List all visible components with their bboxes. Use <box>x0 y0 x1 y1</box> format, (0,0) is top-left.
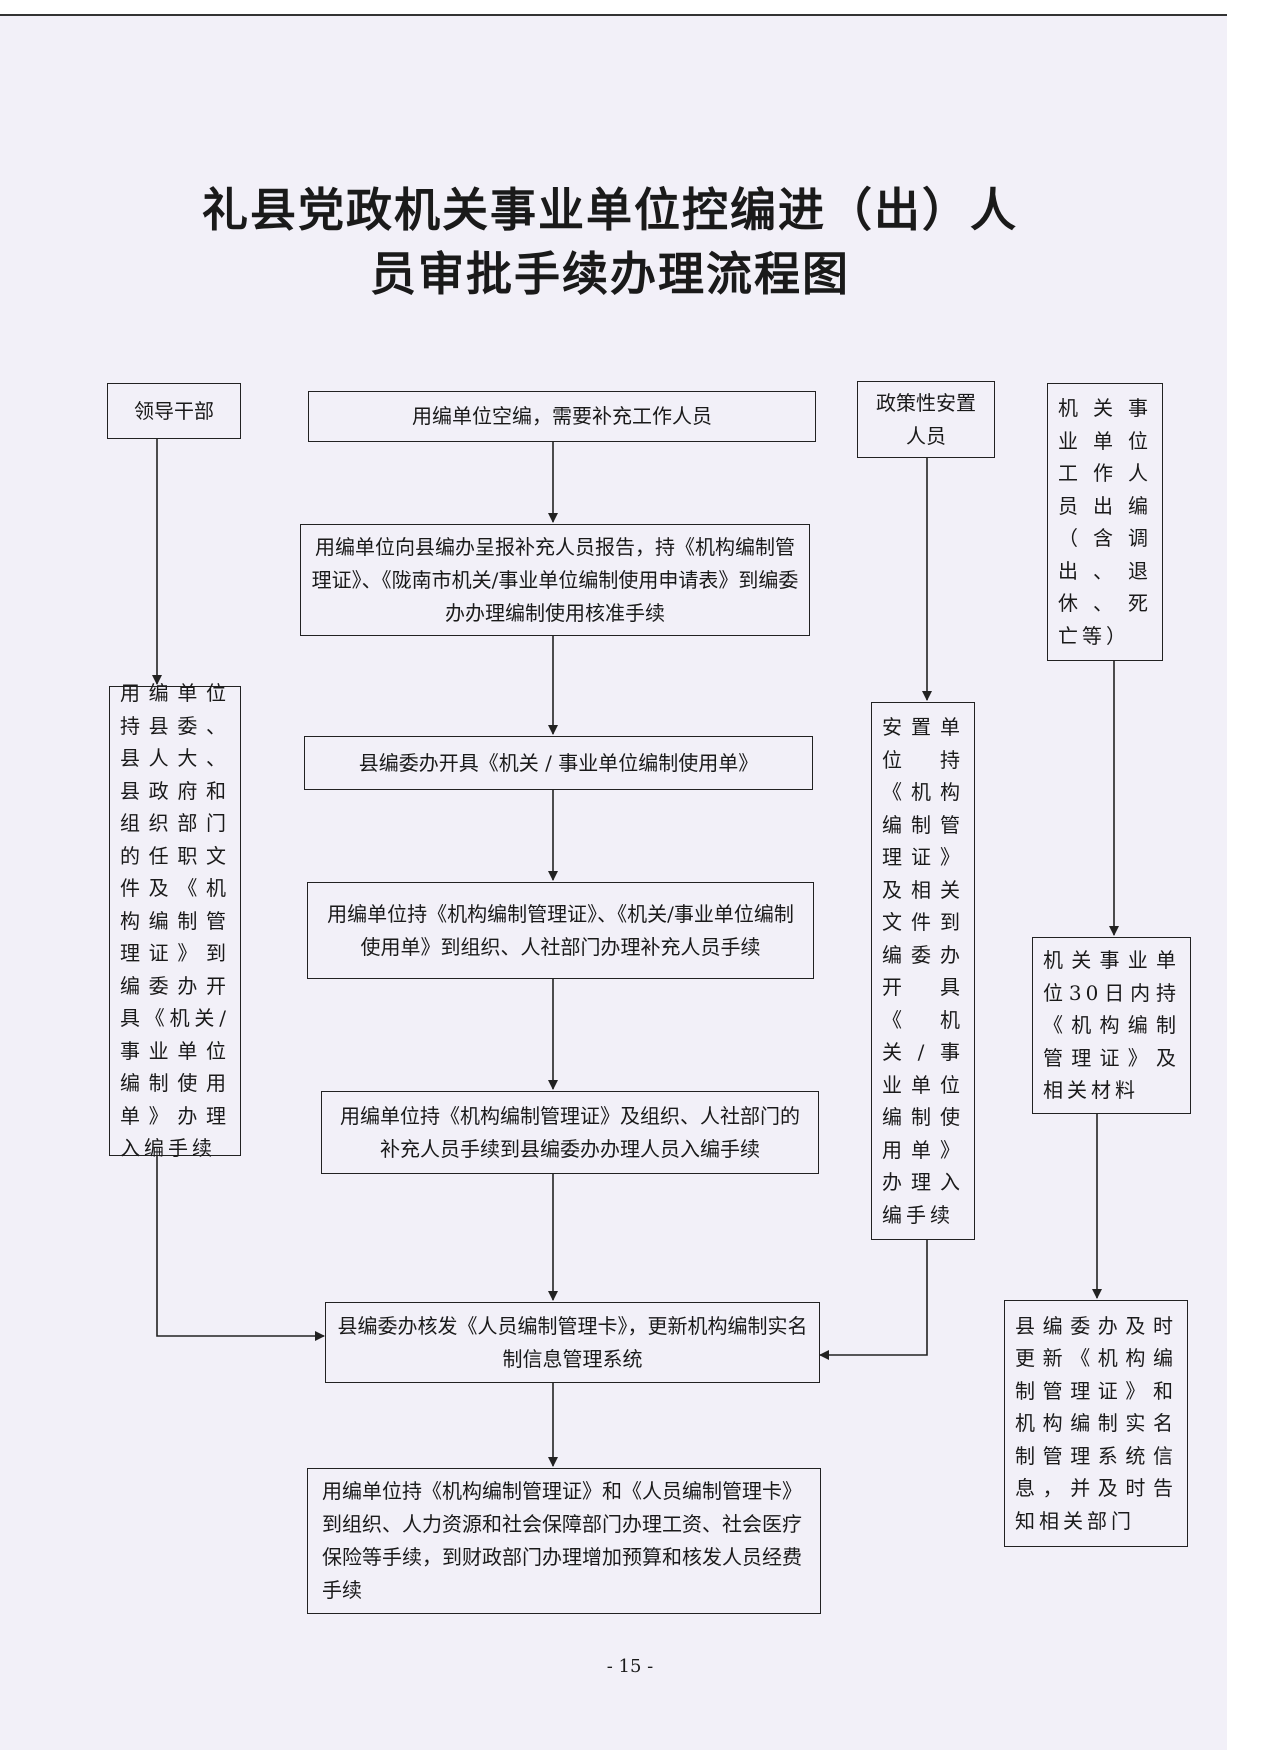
box-staff-card-text: 县编委办核发《人员编制管理卡》，更新机构编制实名制信息管理系统 <box>337 1313 808 1371</box>
box-exit-procedure: 机关事业单位30日内持《机构编制管理证》及相关材料 <box>1032 937 1191 1114</box>
box-issue-usage-form-text: 县编委办开具《机关 / 事业单位编制使用单》 <box>358 750 759 775</box>
title-line-2: 员审批手续办理流程图 <box>370 247 850 301</box>
box-policy-procedure-text: 安置单位持《机构编制管理证》及相关文件到编委办开具《机关/事业单位编制使用单》办… <box>882 715 964 1227</box>
box-vacancy-start: 用编单位空编，需要补充工作人员 <box>308 391 816 442</box>
box-policy-placement-text: 政策性安置人员 <box>876 390 976 448</box>
box-exit-procedure-text: 机关事业单位30日内持《机构编制管理证》及相关材料 <box>1043 948 1180 1103</box>
box-enrollment-text: 用编单位持《机构编制管理证》及组织、人社部门的补充人员手续到县编委办办理人员入编… <box>340 1103 800 1161</box>
box-exit-update-text: 县编委办及时更新《机构编制管理证》和机构编制实名制管理系统信息，并及时告知相关部… <box>1015 1313 1177 1533</box>
box-hr-procedures-text: 用编单位持《机构编制管理证》、《机关/事业单位编制使用单》到组织、人社部门办理补… <box>327 901 794 959</box>
box-exit-update: 县编委办及时更新《机构编制管理证》和机构编制实名制管理系统信息，并及时告知相关部… <box>1004 1300 1188 1547</box>
box-leader-cadre: 领导干部 <box>107 383 241 439</box>
box-submit-report: 用编单位向县编办呈报补充人员报告，持《机构编制管理证》、《陇南市机关/事业单位编… <box>300 524 810 636</box>
box-policy-placement: 政策性安置人员 <box>857 381 995 458</box>
box-enrollment: 用编单位持《机构编制管理证》及组织、人社部门的补充人员手续到县编委办办理人员入编… <box>321 1091 819 1174</box>
scan-top-edge <box>0 0 1275 16</box>
box-leader-procedure: 用编单位持县委、县人大、县政府和组织部门的任职文件及《机构编制管理证》到编委办开… <box>109 681 241 1160</box>
title-line-1: 礼县党政机关事业单位控编进（出）人 <box>202 183 1018 237</box>
box-leader-cadre-text: 领导干部 <box>134 398 214 423</box>
box-salary-finance: 用编单位持《机构编制管理证》和《人员编制管理卡》到组织、人力资源和社会保障部门办… <box>307 1468 821 1614</box>
page-title: 礼县党政机关事业单位控编进（出）人 员审批手续办理流程图 <box>140 178 1080 306</box>
box-hr-procedures: 用编单位持《机构编制管理证》、《机关/事业单位编制使用单》到组织、人社部门办理补… <box>307 882 814 979</box>
scan-right-edge <box>1227 14 1275 1750</box>
box-staff-exit-text: 机关事业单位工作人员出编（含调出、退休、死亡等） <box>1058 396 1152 648</box>
box-staff-exit: 机关事业单位工作人员出编（含调出、退休、死亡等） <box>1047 383 1163 661</box>
box-submit-report-text: 用编单位向县编办呈报补充人员报告，持《机构编制管理证》、《陇南市机关/事业单位编… <box>311 534 799 625</box>
box-staff-card: 县编委办核发《人员编制管理卡》，更新机构编制实名制信息管理系统 <box>325 1302 820 1383</box>
box-vacancy-start-text: 用编单位空编，需要补充工作人员 <box>412 404 712 428</box>
box-leader-procedure-text: 用编单位持县委、县人大、县政府和组织部门的任职文件及《机构编制管理证》到编委办开… <box>120 681 230 1161</box>
box-salary-finance-text: 用编单位持《机构编制管理证》和《人员编制管理卡》到组织、人力资源和社会保障部门办… <box>322 1479 802 1602</box>
page-number: - 15 - <box>606 1656 654 1677</box>
box-policy-procedure: 安置单位持《机构编制管理证》及相关文件到编委办开具《机关/事业单位编制使用单》办… <box>871 702 975 1240</box>
box-issue-usage-form: 县编委办开具《机关 / 事业单位编制使用单》 <box>304 736 813 790</box>
